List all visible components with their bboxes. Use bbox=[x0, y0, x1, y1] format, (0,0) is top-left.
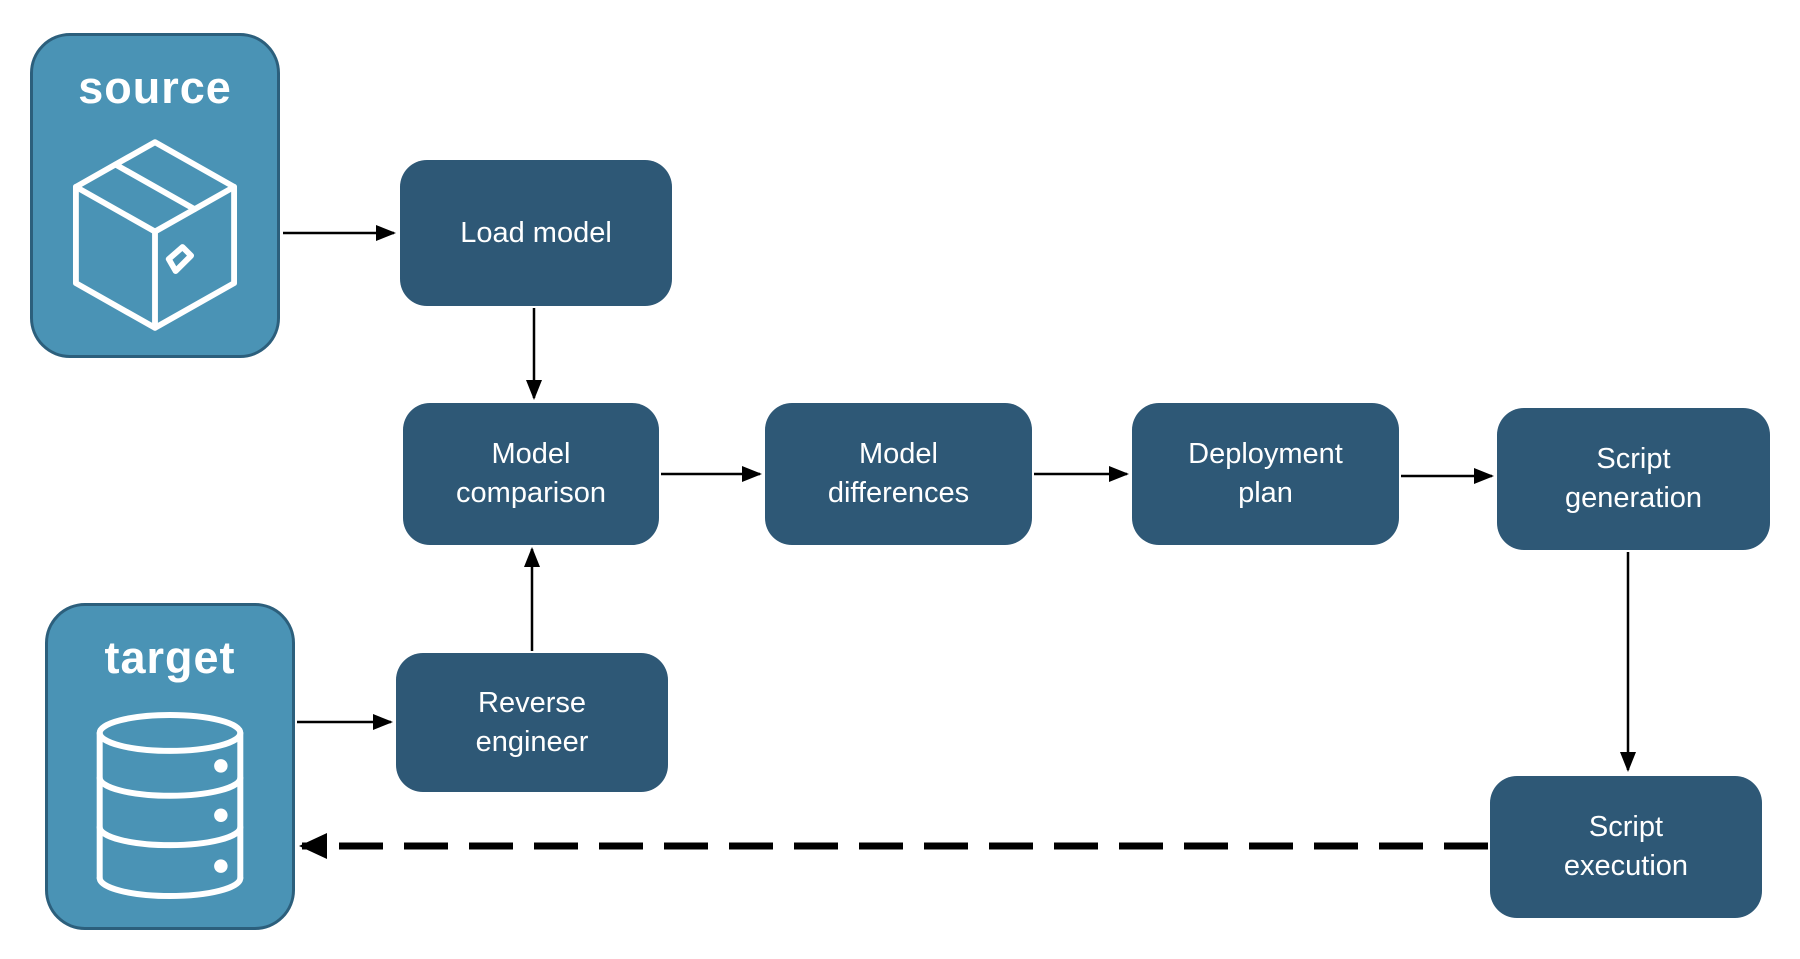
process-reverse-engineer: Reverse engineer bbox=[396, 653, 668, 792]
source-label: source bbox=[78, 62, 232, 113]
source-node: source bbox=[30, 33, 280, 358]
target-label: target bbox=[104, 632, 236, 683]
process-label-line: generation bbox=[1564, 482, 1703, 514]
database-icon bbox=[48, 684, 292, 927]
process-label-line: differences bbox=[827, 477, 970, 509]
process-label-line: Script bbox=[1596, 443, 1671, 475]
process-script-generation: Script generation bbox=[1497, 408, 1770, 550]
package-icon bbox=[33, 114, 277, 355]
process-label-line: Load model bbox=[460, 216, 612, 249]
process-label-line: Model bbox=[859, 438, 938, 470]
process-script-execution: Script execution bbox=[1490, 776, 1762, 918]
process-label-line: plan bbox=[1238, 477, 1293, 509]
process-label-line: execution bbox=[1563, 850, 1689, 882]
process-label-line: Script bbox=[1588, 811, 1664, 843]
process-label-line: Deployment bbox=[1188, 438, 1343, 470]
process-model-comparison: Model comparison bbox=[403, 403, 659, 545]
process-label-line: Model bbox=[491, 438, 571, 470]
process-model-differences: Model differences bbox=[765, 403, 1032, 545]
process-label-line: Reverse bbox=[478, 686, 586, 719]
process-label-line: engineer bbox=[475, 725, 589, 758]
process-label-line: comparison bbox=[456, 477, 606, 509]
target-node: target bbox=[45, 603, 295, 930]
process-deployment-plan: Deployment plan bbox=[1132, 403, 1399, 545]
process-load-model: Load model bbox=[400, 160, 672, 306]
